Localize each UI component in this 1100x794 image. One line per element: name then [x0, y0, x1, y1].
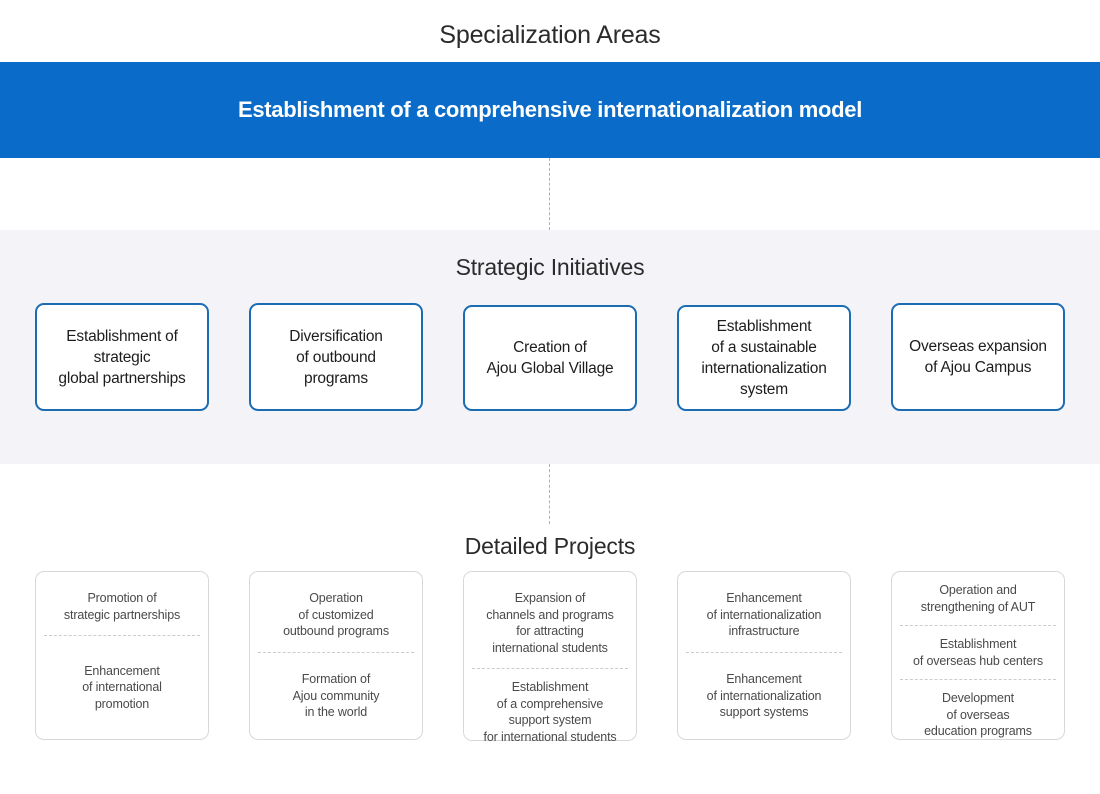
- strategic-card-2[interactable]: Diversification of outbound programs: [249, 303, 423, 411]
- detail-card-2: Operation of customized outbound program…: [249, 571, 423, 740]
- strategic-initiatives-row: Establishment of strategic global partne…: [35, 303, 1065, 413]
- strategic-card-5[interactable]: Overseas expansion of Ajou Campus: [891, 303, 1065, 411]
- detail-item[interactable]: Enhancement of international promotion: [44, 635, 200, 739]
- detail-card-4: Enhancement of internationalization infr…: [677, 571, 851, 740]
- detailed-projects-row: Promotion of strategic partnerships Enha…: [35, 571, 1065, 744]
- detail-card-5: Operation and strengthening of AUT Estab…: [891, 571, 1065, 740]
- detail-item[interactable]: Promotion of strategic partnerships: [63, 591, 181, 622]
- strategic-card-1[interactable]: Establishment of strategic global partne…: [35, 303, 209, 411]
- strategic-card-3[interactable]: Creation of Ajou Global Village: [463, 305, 637, 411]
- detail-item[interactable]: Enhancement of internationalization infr…: [706, 591, 822, 638]
- connector-line-bottom: [549, 464, 550, 524]
- detail-item[interactable]: Operation and strengthening of AUT: [920, 583, 1036, 614]
- detail-item[interactable]: Expansion of channels and programs for a…: [486, 591, 614, 655]
- detail-item[interactable]: Establishment of overseas hub centers: [900, 625, 1056, 679]
- detail-item[interactable]: Operation of customized outbound program…: [283, 591, 389, 638]
- strategic-initiatives-title: Strategic Initiatives: [455, 254, 645, 280]
- specialization-areas-title: Specialization Areas: [439, 21, 661, 49]
- detail-card-1: Promotion of strategic partnerships Enha…: [35, 571, 209, 740]
- strategic-card-4[interactable]: Establishment of a sustainable internati…: [677, 305, 851, 411]
- detailed-projects-title: Detailed Projects: [464, 533, 636, 559]
- detail-item[interactable]: Establishment of a comprehensive support…: [472, 668, 628, 755]
- connector-line-top: [549, 158, 550, 230]
- detail-card-3: Expansion of channels and programs for a…: [463, 571, 637, 744]
- specialization-banner: Establishment of a comprehensive interna…: [0, 62, 1100, 158]
- detail-item[interactable]: Enhancement of internationalization supp…: [686, 651, 842, 740]
- specialization-banner-text: Establishment of a comprehensive interna…: [237, 97, 863, 122]
- detail-item[interactable]: Formation of Ajou community in the world: [258, 651, 414, 740]
- detail-item[interactable]: Development of overseas education progra…: [900, 679, 1056, 750]
